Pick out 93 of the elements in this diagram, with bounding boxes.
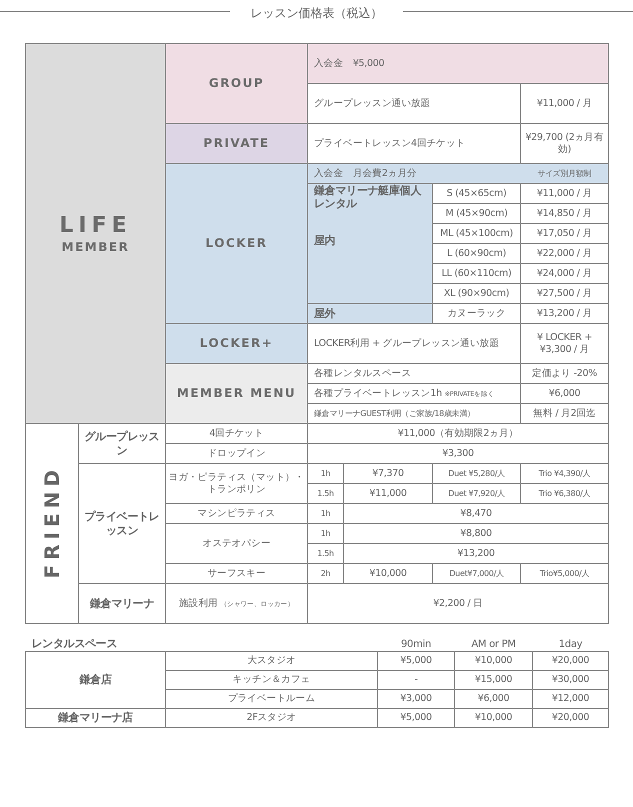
size-label: L (60×90cm) [446, 248, 506, 259]
branch-label: 鎌倉マリーナ店 [58, 710, 133, 724]
item-label: 各種プライベートレッスン1h [314, 388, 442, 399]
price-value: - [414, 674, 418, 685]
membership-heading: LIFE [59, 213, 132, 238]
size-label: M (45×90cm) [446, 208, 508, 219]
item-label: 大スタジオ [247, 654, 296, 666]
item-label: ヨガ・ピラティス（マット）・トランポリン [168, 472, 304, 494]
duration-label: 1.5h [317, 548, 334, 558]
section-heading: レンタルスペース [32, 636, 118, 650]
price-value: ¥11,000 [369, 488, 407, 499]
price-value: ¥8,470 [460, 508, 492, 519]
price-value: ¥10,000 [369, 568, 407, 579]
price-value: ¥ LOCKER +¥3,300 / 月 [537, 332, 592, 354]
item-label: 各種レンタルスペース [314, 368, 412, 379]
item-label: LOCKER利用 + グループレッスン通い放題 [314, 338, 500, 349]
price-value: ¥5,000 [400, 712, 432, 723]
price-value: Duet ¥7,920/人 [448, 488, 505, 498]
fee-note: サイズ別月額制 [537, 168, 592, 178]
price-value: ¥14,850 / 月 [536, 208, 592, 219]
size-label: LL (60×110cm) [442, 268, 512, 279]
row-heading: 屋外 [314, 306, 336, 320]
price-value: ¥11,000 / 月 [536, 98, 592, 109]
item-label: 鎌倉マリーナGUEST利用（ご家族/18歳未満） [314, 408, 475, 418]
price-value: ¥11,000（有効期限2ヵ月） [398, 428, 518, 439]
duration-label: 1h [320, 528, 330, 538]
fee-note: 入会金 ¥5,000 [314, 58, 384, 69]
duration-label: 1h [320, 508, 330, 518]
price-value: ¥20,000 [552, 712, 590, 723]
price-value: ¥13,200 [457, 548, 495, 559]
item-label: カヌーラック [447, 308, 506, 319]
item-label: キッチン＆カフェ [232, 674, 310, 685]
category-heading: LOCKER+ [200, 336, 274, 350]
item-label: ドロップイン [207, 448, 266, 459]
price-value: ¥6,000 [478, 692, 510, 704]
category-heading: PRIVATE [203, 136, 270, 150]
item-label: 2Fスタジオ [246, 712, 296, 723]
item-label: オステオパシー [202, 538, 270, 549]
price-value: ¥3,000 [400, 692, 432, 704]
membership-heading: MEMBER [62, 240, 130, 254]
column-header: AM or PM [471, 638, 516, 650]
category-heading: MEMBER MENU [176, 386, 296, 400]
price-value: ¥13,200 / 月 [536, 308, 592, 319]
duration-label: 1h [320, 468, 330, 478]
column-header: 1day [558, 638, 582, 650]
row-heading: 鎌倉マリーナ [90, 596, 154, 610]
branch-label: 鎌倉店 [79, 672, 112, 686]
item-label: グループレッスン通い放題 [314, 98, 430, 109]
item-label: プライベートレッスン4回チケット [314, 138, 466, 149]
row-heading: プライベートレッスン [84, 510, 160, 536]
price-value: ¥30,000 [552, 674, 590, 685]
membership-heading: FRIEND [40, 465, 64, 579]
item-label: プライベートルーム [228, 692, 316, 704]
row-heading: 屋内 [314, 234, 336, 247]
item-label: 鎌倉マリーナ艇庫個人レンタル [314, 184, 422, 210]
price-value: ¥11,000 / 月 [536, 188, 592, 199]
price-value: Trio ¥6,380/人 [538, 488, 590, 498]
duration-label: 2h [320, 568, 330, 578]
size-label: XL (90×90cm) [444, 288, 510, 299]
price-value: Trio¥5,000/人 [540, 568, 590, 578]
category-heading: LOCKER [206, 236, 268, 250]
item-label: 4回チケット [209, 428, 264, 439]
row-heading: グループレッスン [84, 430, 160, 456]
price-value: ¥24,000 / 月 [536, 268, 592, 279]
price-value: ¥6,000 [548, 388, 580, 399]
price-value: ¥20,000 [552, 654, 590, 666]
category-heading: GROUP [208, 76, 264, 90]
price-value: 無料 / 月2回迄 [533, 408, 596, 419]
price-value: ¥5,000 [400, 654, 432, 666]
price-value: ¥10,000 [474, 712, 512, 723]
price-value: ¥22,000 / 月 [536, 248, 592, 259]
price-value: ¥2,200 / 日 [433, 598, 483, 609]
price-value: Duet¥7,000/人 [449, 568, 504, 578]
size-label: S (45×65cm) [446, 188, 506, 199]
price-value: ¥27,500 / 月 [536, 288, 592, 299]
price-value: ¥17,050 / 月 [536, 228, 592, 239]
price-value: ¥15,000 [474, 674, 512, 685]
price-value: ¥10,000 [474, 654, 512, 666]
price-value: ¥12,000 [552, 692, 590, 704]
item-label: 施設利用 [178, 598, 218, 609]
item-label: マシンピラティス [198, 508, 276, 519]
item-label: サーフスキー [207, 568, 266, 579]
price-value: Trio ¥4,390/人 [538, 468, 590, 478]
price-value: ¥3,300 [442, 448, 474, 459]
column-header: 90min [400, 638, 432, 650]
size-label: ML (45×100cm) [440, 228, 513, 239]
price-value: ¥7,370 [372, 468, 404, 479]
price-value: 定価より -20% [532, 368, 597, 379]
price-value: ¥29,700 (2ヵ月有効) [525, 132, 604, 154]
price-value: Duet ¥5,280/人 [448, 468, 505, 478]
duration-label: 1.5h [317, 488, 334, 498]
fee-note: 入会金 月会費2ヵ月分 [314, 168, 417, 179]
price-value: ¥8,800 [460, 528, 492, 539]
